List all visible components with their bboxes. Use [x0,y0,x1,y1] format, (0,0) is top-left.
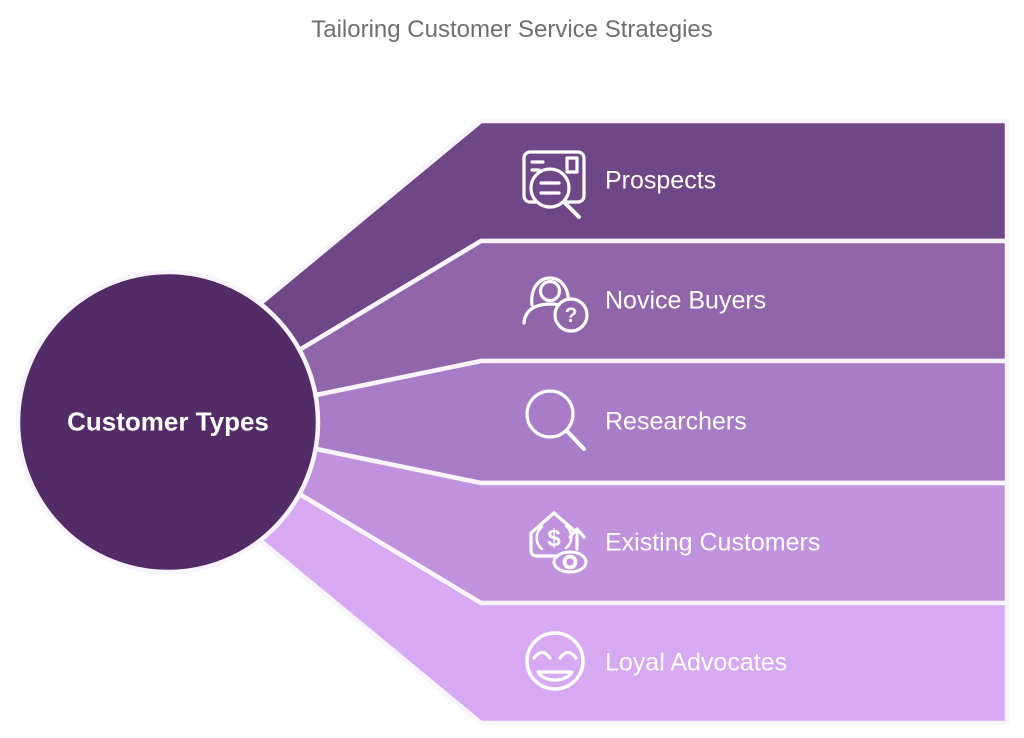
question-glyph: ? [565,304,578,327]
diagram-title: Tailoring Customer Service Strategies [311,16,713,43]
branch-label-prospects: Prospects [605,166,717,195]
smiley-icon [525,631,585,691]
branch-label-existing-customers: Existing Customers [605,528,821,557]
branch-label-loyal-advocates: Loyal Advocates [605,648,788,677]
branch-label-novice-buyers: Novice Buyers [605,286,767,315]
house-value-eye-icon: $ [529,511,588,574]
customer-types-circle [15,269,321,575]
profile-search-icon [522,150,586,219]
dollar-glyph: $ [547,525,561,552]
person-question-icon: ? [522,276,589,333]
magnifier-icon [525,389,586,451]
branch-label-researchers: Researchers [605,407,747,436]
center-label: Customer Types [67,406,269,437]
